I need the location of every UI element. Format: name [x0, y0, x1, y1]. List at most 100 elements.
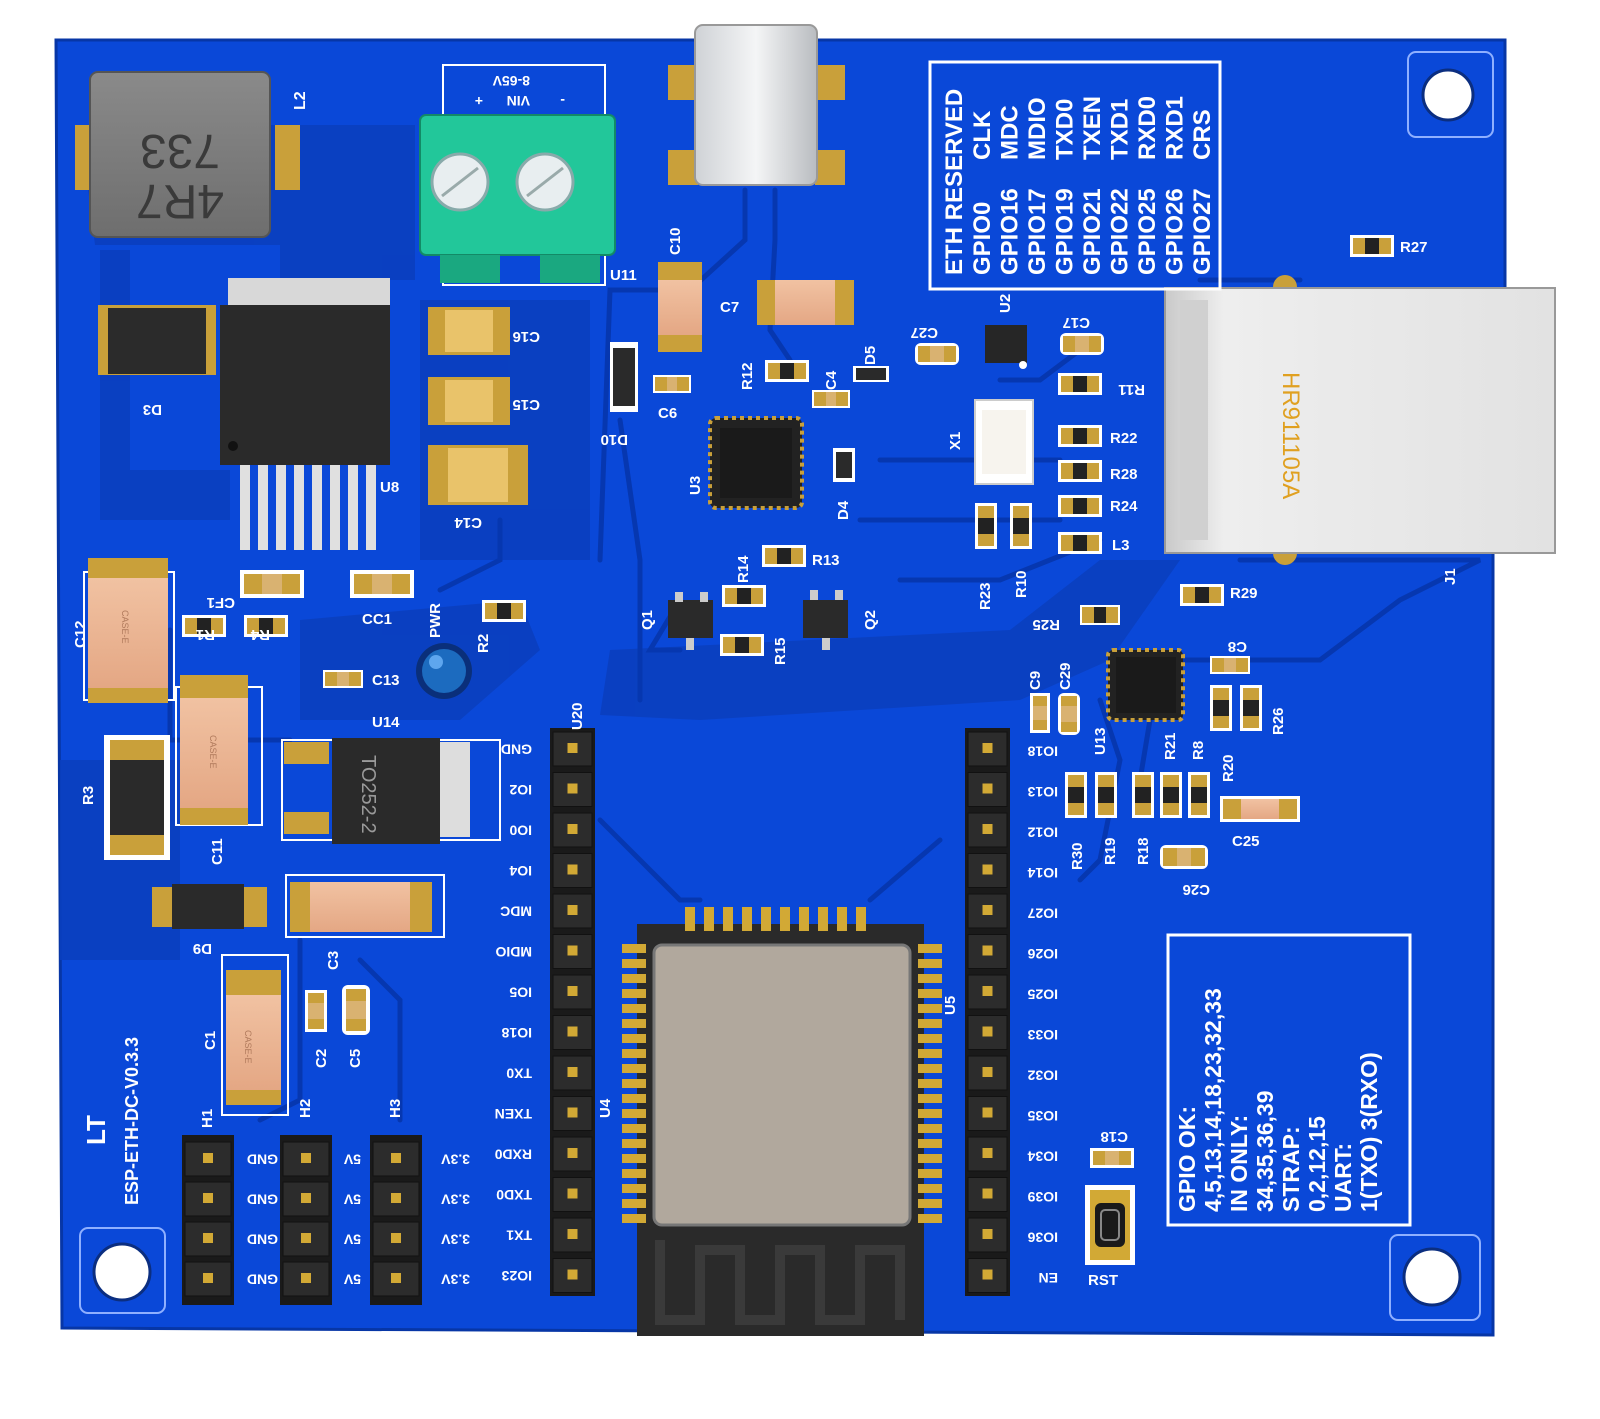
regulator-u8 [220, 278, 390, 550]
module-pin [622, 1079, 646, 1088]
ic-u2 [985, 325, 1027, 369]
module-pin [622, 1049, 646, 1058]
eth-row-gpio: GPIO17 [1024, 188, 1051, 275]
cap-case-c1: CASE-E [243, 1030, 253, 1064]
designator-r28: R28 [1110, 466, 1138, 483]
designator-r3: R3 [80, 786, 97, 805]
crystal-x1 [974, 399, 1034, 485]
esp32-module-u4 [622, 907, 942, 1336]
small-passives [182, 235, 1394, 1168]
eth-reserved-text: ETH RESERVED GPIO0CLKGPIO16MDCGPIO17MDIO… [941, 89, 1216, 275]
inductor-l2: 733 4R7 [75, 71, 300, 238]
designator-d3: D3 [143, 401, 162, 418]
power-pin-label: 3.3V [441, 1271, 470, 1287]
header-pin [301, 1153, 311, 1163]
transistor-q2 [803, 590, 848, 650]
header-pin [982, 1148, 993, 1158]
eth-row-function: RXD0 [1134, 96, 1161, 160]
module-pin [622, 1034, 646, 1043]
module-pin [918, 944, 942, 953]
module-pin [622, 1094, 646, 1103]
eth-row-gpio: GPIO19 [1052, 188, 1079, 275]
module-pin [918, 959, 942, 968]
module-pin [799, 907, 809, 931]
left-pin-label: TX0 [506, 1065, 532, 1081]
header-pin [982, 783, 993, 794]
terminal-vin-label: VIN [507, 93, 530, 109]
right-pin-label: EN [1039, 1270, 1058, 1286]
left-pin-label: IO2 [509, 782, 532, 798]
designator-u4: U4 [597, 1098, 614, 1118]
power-pin-label: GND [247, 1191, 278, 1207]
eth-row-gpio: GPIO0 [969, 202, 996, 275]
gpio-info-line: STRAP: [1278, 1126, 1304, 1212]
header-pin [567, 945, 578, 956]
module-pin [622, 1139, 646, 1148]
left-pin-label: IO0 [509, 822, 532, 838]
designator-r30: R30 [1069, 842, 1086, 870]
designator-c13: C13 [372, 672, 400, 689]
header-pin [203, 1233, 213, 1243]
eth-row-function: MDC [997, 105, 1024, 160]
module-pin [704, 907, 714, 931]
header-pin [982, 1229, 993, 1239]
designator-u8: U8 [380, 479, 399, 496]
gpio-info-box [1166, 933, 1412, 1227]
designator-c14: C14 [454, 514, 482, 531]
left-pin-label: TXEN [495, 1106, 532, 1122]
header-h1 [182, 1135, 234, 1305]
module-pin [780, 907, 790, 931]
cap-case-c12: CASE-E [120, 610, 130, 644]
power-pin-label: 3.3V [441, 1151, 470, 1167]
right-pin-label: IO35 [1027, 1108, 1058, 1124]
header-pin [391, 1273, 401, 1283]
designator-r11: R11 [1118, 381, 1145, 398]
designator-c16: C16 [512, 328, 540, 345]
header-pin [567, 1026, 578, 1037]
designator-j1: J1 [1442, 568, 1459, 585]
module-pin [622, 1184, 646, 1193]
header-pin [982, 1067, 993, 1077]
terminal-minus-label: - [560, 93, 565, 109]
header-pin [301, 1233, 311, 1243]
reset-button[interactable] [1085, 1185, 1135, 1265]
gpio-info-line: 0,2,12,15 [1304, 1116, 1330, 1212]
cap-case-markings: CASE-E CASE-E CASE-E [120, 610, 253, 1064]
ic-u3 [708, 416, 804, 510]
left-pin-label: IO18 [501, 1025, 532, 1041]
eth-row-function: TXEN [1079, 96, 1106, 160]
module-pin [918, 974, 942, 983]
designator-h2: H2 [297, 1099, 314, 1118]
designator-c26: C26 [1182, 881, 1210, 898]
header-pin [391, 1233, 401, 1243]
gpio-info-line: 4,5,13,14,18,23,32,33 [1200, 988, 1226, 1212]
header-h2 [280, 1135, 332, 1305]
designator-r29: R29 [1230, 585, 1258, 602]
eth-row-gpio: GPIO16 [997, 188, 1024, 275]
module-pin [918, 989, 942, 998]
header-pin [567, 783, 578, 794]
header-pin [203, 1273, 213, 1283]
power-pin-label: 3.3V [441, 1231, 470, 1247]
gpio-info-line: GPIO OK: [1174, 1106, 1200, 1212]
designator-c6: C6 [658, 405, 677, 422]
header-h3 [370, 1135, 422, 1305]
header-pin [391, 1153, 401, 1163]
module-pin [918, 1049, 942, 1058]
designator-r18: R18 [1135, 837, 1152, 865]
board-name: ESP-ETH-DC-V0.3.3 [122, 1037, 142, 1205]
diode-d9 [152, 884, 267, 929]
designator-c9: C9 [1027, 671, 1044, 690]
module-pin [918, 1079, 942, 1088]
header-pin [567, 824, 578, 834]
terminal-labels: VIN - + 8-65V [475, 73, 565, 109]
left-pin-label: IO5 [509, 984, 532, 1000]
module-pin [742, 907, 752, 931]
right-pin-label: IO26 [1027, 946, 1058, 962]
designator-c17: C17 [1062, 314, 1090, 331]
gpio-info-line: UART: [1330, 1143, 1356, 1212]
designator-u14: U14 [372, 714, 400, 731]
designator-r21: R21 [1162, 732, 1179, 760]
right-pin-label: IO14 [1027, 865, 1058, 881]
